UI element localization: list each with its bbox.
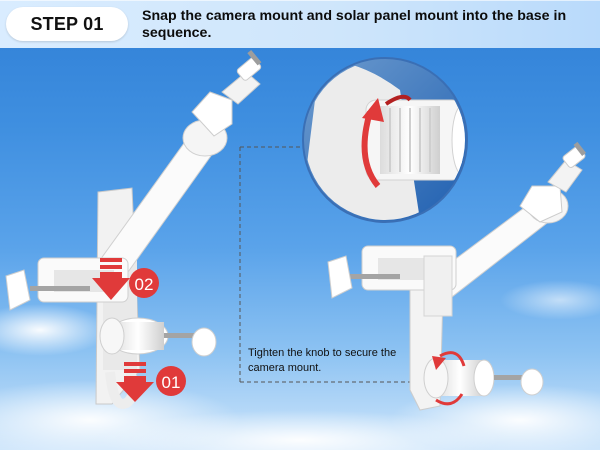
clouds <box>0 280 600 450</box>
arrow-down-icon <box>92 258 130 300</box>
arrow-down-icon <box>116 362 154 402</box>
zoom-detail <box>302 57 468 223</box>
rotate-icon <box>361 94 412 188</box>
callout-caption: Tighten the knob to secure the camera mo… <box>248 347 397 374</box>
step-title: Snap the camera mount and solar panel mo… <box>142 8 567 41</box>
badge-first-label: 01 <box>162 373 181 392</box>
right-mount <box>327 141 587 411</box>
header-bar: STEP 01 Snap the camera mount and solar … <box>0 0 600 48</box>
callout-lines <box>239 146 410 383</box>
step-label: STEP 01 <box>6 7 128 41</box>
step-badge-first: 01 <box>156 366 186 396</box>
badge-second-label: 02 <box>135 275 154 294</box>
step-badge-second: 02 <box>129 268 159 298</box>
